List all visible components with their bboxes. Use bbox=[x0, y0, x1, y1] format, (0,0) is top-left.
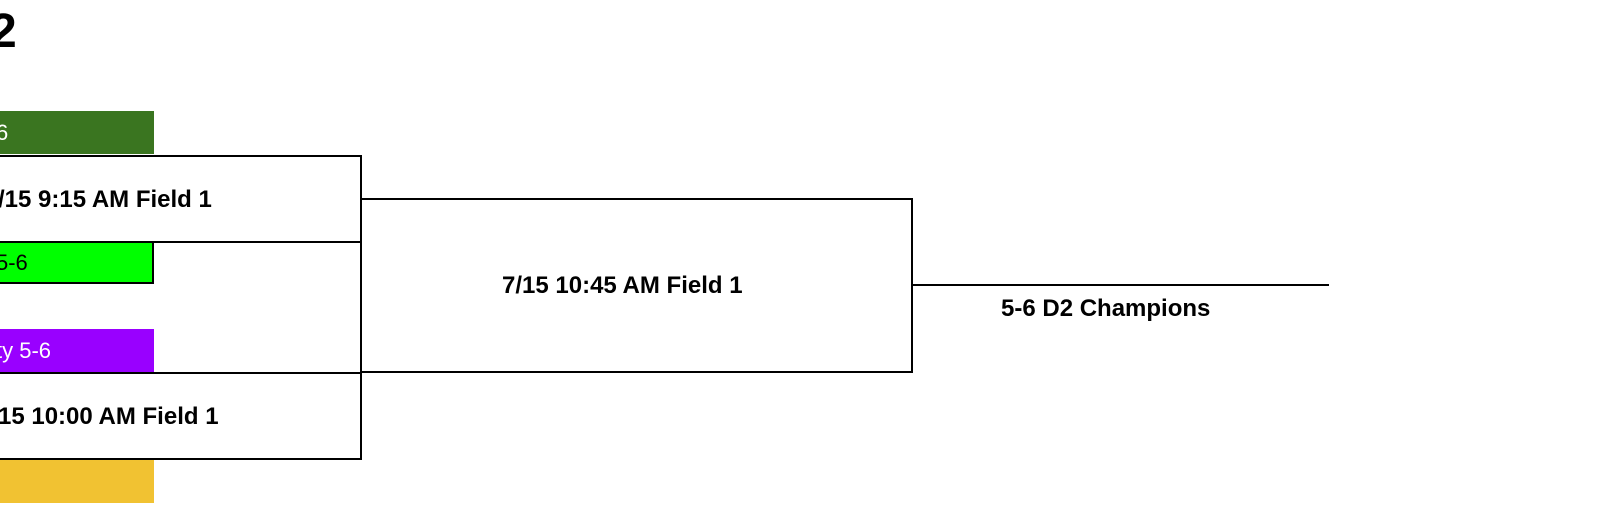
team-slot-2-label: 5-6 bbox=[0, 250, 28, 275]
champion-line bbox=[911, 284, 1329, 286]
semifinal-1-box bbox=[0, 155, 362, 243]
final-label: 7/15 10:45 AM Field 1 bbox=[502, 272, 743, 299]
semifinal-1-label: /15 9:15 AM Field 1 bbox=[0, 186, 212, 213]
semifinal-2-label: 15 10:00 AM Field 1 bbox=[0, 403, 219, 430]
team-slot-1: 6 bbox=[0, 111, 154, 154]
team-slot-4 bbox=[0, 460, 154, 503]
champion-label: 5-6 D2 Champions bbox=[1001, 295, 1211, 322]
team-slot-2: 5-6 bbox=[0, 240, 154, 284]
team-slot-3-label: ty 5-6 bbox=[0, 338, 52, 363]
team-slot-1-label: 6 bbox=[0, 120, 9, 145]
bracket-title: 2 bbox=[0, 5, 17, 58]
semifinal-2-box bbox=[0, 372, 362, 460]
team-slot-3: ty 5-6 bbox=[0, 329, 154, 372]
final-box bbox=[360, 198, 913, 373]
